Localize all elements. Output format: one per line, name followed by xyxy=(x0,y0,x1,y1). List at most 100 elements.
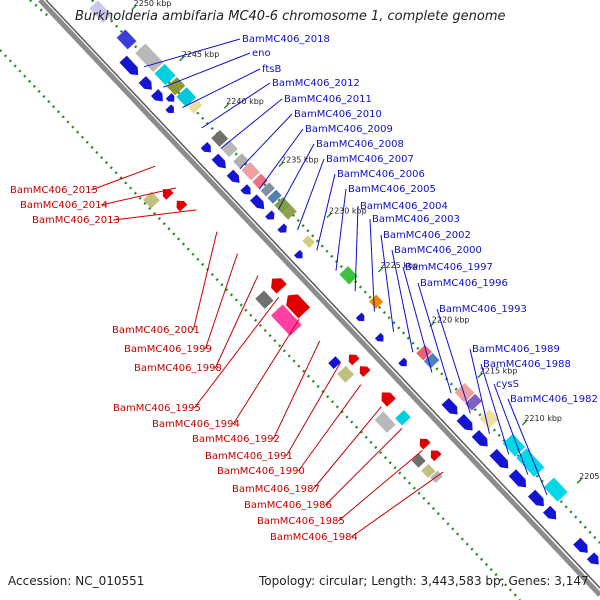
plus-gene-box xyxy=(339,266,358,285)
minus-gene-label: BamMC406_1998 xyxy=(134,363,222,374)
plus-gene-label: BamMC406_1996 xyxy=(420,278,508,289)
genome-summary: Topology: circular; Length: 3,443,583 bp… xyxy=(259,574,589,588)
plus-gene-arrow xyxy=(265,210,275,220)
map-title: Burkholderia ambifaria MC40-6 chromosome… xyxy=(75,9,506,24)
plus-gene-arrow xyxy=(586,552,599,565)
plus-gene-label: eno xyxy=(252,48,271,59)
plus-gene-label: BamMC406_1989 xyxy=(472,344,560,355)
plus-gene-label: BamMC406_1988 xyxy=(483,359,571,370)
plus-gene-box xyxy=(260,182,275,197)
scale-tick-mark xyxy=(223,103,230,109)
plus-gene-label: BamMC406_2004 xyxy=(360,201,448,212)
minus-label-leader xyxy=(113,209,197,221)
plus-label-leader xyxy=(201,82,271,129)
plus-label-leader xyxy=(507,398,548,496)
plus-label-leader xyxy=(182,68,261,109)
plus-gene-arrow xyxy=(211,153,226,169)
minus-gene-shape xyxy=(395,410,411,426)
scale-tick-label: 2235 kbp xyxy=(281,155,319,164)
plus-gene-label: BamMC406_1982 xyxy=(510,394,598,405)
plus-label-leader xyxy=(354,205,359,292)
plus-gene-arrow xyxy=(489,448,509,469)
scale-tick-mark xyxy=(326,212,332,218)
minus-gene-label: BamMC406_1991 xyxy=(205,451,293,462)
minus-label-leader xyxy=(272,340,321,440)
backbone-edge xyxy=(45,0,600,589)
plus-gene-box xyxy=(502,433,526,457)
plus-gene-arrow xyxy=(250,194,265,210)
plus-gene-arrow xyxy=(543,505,557,520)
plus-label-leader xyxy=(258,128,304,190)
minus-label-leader xyxy=(193,296,279,409)
minus-gene-shape xyxy=(162,189,174,200)
minus-label-leader xyxy=(192,231,218,331)
plus-gene-box xyxy=(267,189,282,204)
minus-gene-shape xyxy=(374,411,396,433)
minus-gene-shape xyxy=(176,200,188,212)
plus-gene-box xyxy=(423,352,440,369)
plus-label-leader xyxy=(469,348,491,434)
minus-gene-shape xyxy=(411,453,426,468)
plus-label-leader xyxy=(220,98,283,149)
plus-gene-box xyxy=(479,409,500,429)
plus-gene-box xyxy=(116,29,137,50)
minus-gene-label: BamMC406_1986 xyxy=(244,500,332,511)
scale-tick-label: 2215 kbp xyxy=(480,367,518,376)
plus-gene-label: BamMC406_2006 xyxy=(337,169,425,180)
plus-label-leader xyxy=(436,308,471,414)
minus-label-leader xyxy=(214,275,259,369)
minus-gene-shape xyxy=(271,278,287,294)
scale-tick-label: 2210 kbp xyxy=(524,414,562,423)
plus-gene-arrow xyxy=(119,55,139,76)
plus-gene-label: BamMC406_2003 xyxy=(372,214,460,225)
plus-gene-box xyxy=(302,235,315,248)
plus-gene-box xyxy=(166,77,186,96)
plus-gene-box xyxy=(516,448,545,477)
plus-gene-box xyxy=(252,173,268,190)
scale-tick-label: 2240 kbp xyxy=(226,97,264,106)
plus-gene-label: BamMC406_2011 xyxy=(284,94,372,105)
minus-gene-label: BamMC406_1990 xyxy=(217,466,305,477)
plus-gene-label: BamMC406_1997 xyxy=(405,262,493,273)
plus-gene-arrow xyxy=(226,169,240,183)
plus-gene-box xyxy=(176,87,197,108)
plus-gene-arrow xyxy=(150,89,163,102)
minus-gene-label: BamMC406_2014 xyxy=(20,200,108,211)
plus-label-leader xyxy=(402,266,433,373)
scale-tick-label: 2245 kbp xyxy=(182,50,220,59)
plus-gene-arrow xyxy=(441,397,458,415)
plus-gene-box xyxy=(233,153,249,169)
minus-label-leader xyxy=(232,318,300,425)
plus-gene-box xyxy=(274,196,292,214)
plus-gene-label: cysS xyxy=(496,379,519,390)
plus-label-leader xyxy=(143,38,241,68)
plus-gene-arrow xyxy=(508,469,527,488)
plus-gene-label: BamMC406_2005 xyxy=(348,184,436,195)
minus-label-leader xyxy=(285,362,341,457)
plus-gene-box xyxy=(241,162,260,181)
plus-gene-arrow xyxy=(165,93,175,102)
plus-gene-arrow xyxy=(165,104,174,113)
minus-label-leader xyxy=(324,427,403,506)
minus-gene-label: BamMC406_1985 xyxy=(257,516,345,527)
minus-gene-label: BamMC406_1984 xyxy=(270,532,358,543)
plus-gene-label: BamMC406_1993 xyxy=(439,304,527,315)
plus-gene-arrow xyxy=(277,223,287,233)
plus-gene-box xyxy=(282,205,297,220)
plus-label-leader xyxy=(380,234,395,332)
plus-gene-label: BamMC406_2010 xyxy=(294,109,382,120)
minus-label-leader xyxy=(337,449,423,522)
minus-gene-label: BamMC406_2001 xyxy=(112,325,200,336)
scale-tick-mark xyxy=(278,161,284,167)
plus-label-leader xyxy=(297,158,325,231)
plus-gene-box xyxy=(454,382,475,403)
plus-gene-label: BamMC406_2012 xyxy=(272,78,360,89)
plus-label-leader xyxy=(163,52,251,88)
plus-gene-label: BamMC406_2007 xyxy=(326,154,414,165)
minus-gene-label: BamMC406_1999 xyxy=(124,344,212,355)
plus-label-leader xyxy=(493,383,529,475)
plus-gene-arrow xyxy=(456,413,473,431)
scale-tick-label: 2220 kbp xyxy=(432,316,470,325)
plus-gene-arrow xyxy=(398,357,407,367)
minus-label-leader xyxy=(351,471,444,538)
